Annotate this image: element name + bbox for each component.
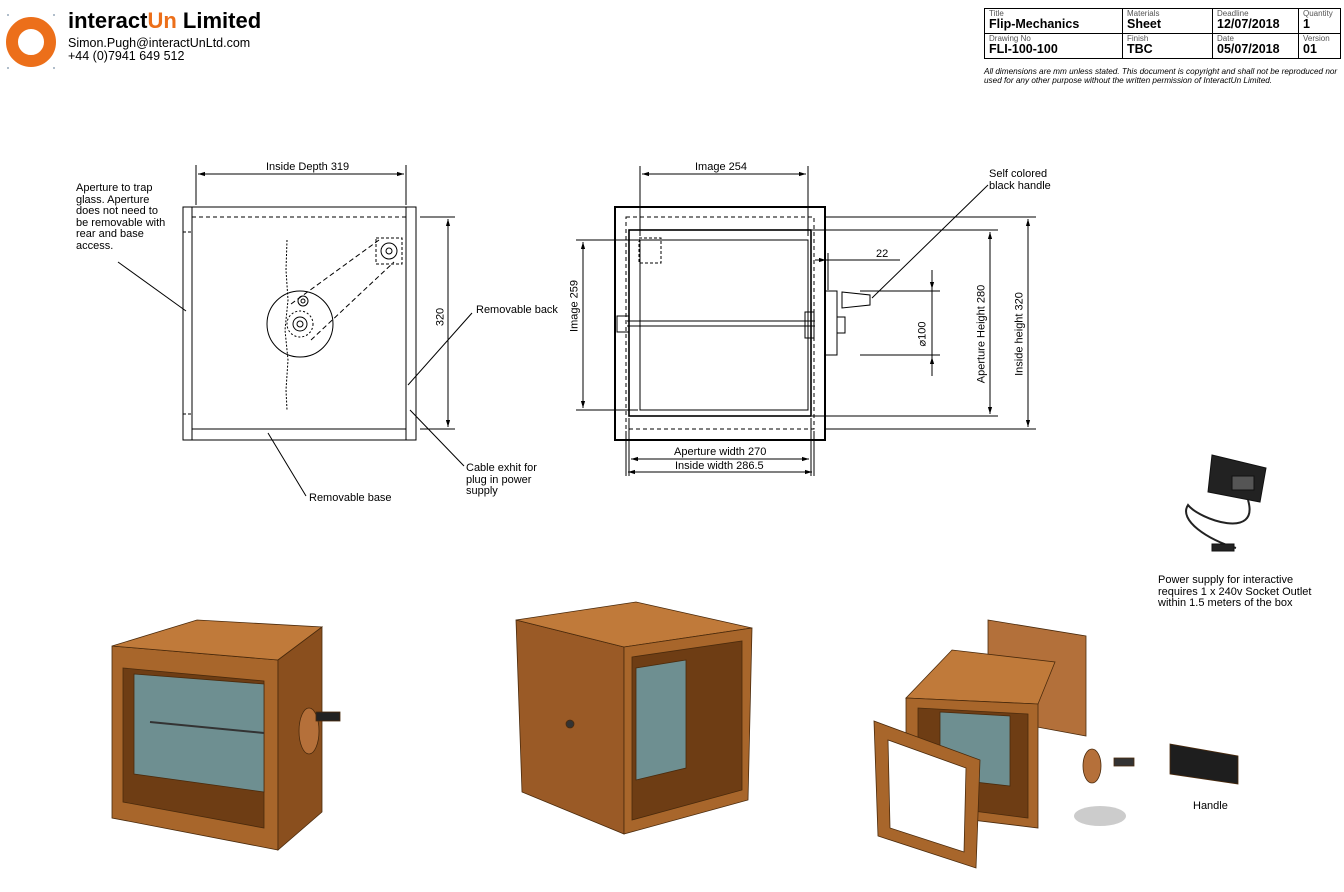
- title-value: Flip-Mechanics: [989, 17, 1080, 31]
- date-label: Date: [1217, 34, 1234, 43]
- removable-base-label: Removable base: [309, 492, 392, 504]
- quantity-value: 1: [1303, 17, 1310, 31]
- company-name: interactUn Limited: [68, 8, 262, 33]
- deadline-value: 12/07/2018: [1217, 17, 1280, 31]
- company-logo: [6, 14, 56, 69]
- materials-label: Materials: [1127, 9, 1160, 18]
- title-label: Title: [989, 9, 1004, 18]
- front-view: [576, 166, 1036, 476]
- deadline-label: Deadline: [1217, 9, 1249, 18]
- removable-back-label: Removable back: [476, 304, 558, 316]
- power-supply-note: Power supply for interactive requires 1 …: [1158, 574, 1312, 609]
- aperture-note: Aperture to trap glass. Aperture does no…: [76, 182, 166, 252]
- inside-height-dim: Inside height 320: [1013, 292, 1026, 376]
- version-value: 01: [1303, 42, 1317, 56]
- drawing-no-label: Drawing No: [989, 34, 1031, 43]
- side-view: [117, 165, 473, 497]
- power-supply-image: [1185, 454, 1267, 552]
- side-height-dim: 320: [434, 307, 447, 327]
- company-phone: +44 (0)7941 649 512: [68, 49, 185, 63]
- render-rear: [515, 601, 753, 835]
- company-email[interactable]: Simon.Pugh@interactUnLtd.com: [68, 36, 251, 50]
- render-exploded: [873, 619, 1239, 869]
- aperture-height-dim: Aperture Height 280: [975, 284, 988, 384]
- handle-note: Self colored black handle: [989, 168, 1051, 192]
- drawing-no-value: FLI-100-100: [989, 42, 1058, 56]
- finish-label: Finish: [1127, 34, 1149, 43]
- image-height-dim: Image 259: [568, 280, 581, 332]
- cable-exit-note: Cable exhit for plug in power supply: [466, 462, 537, 497]
- wheel-diameter-dim: ⌀100: [916, 321, 929, 347]
- copyright-notice: All dimensions are mm unless stated. Thi…: [984, 67, 1338, 85]
- inside-width-dim: Inside width 286.5: [675, 460, 764, 472]
- company-contact: Simon.Pugh@interactUnLtd.com +44 (0)7941…: [68, 37, 250, 63]
- image-width-dim: Image 254: [695, 161, 747, 173]
- handle-offset-dim: 22: [876, 248, 889, 260]
- inside-depth-dim: Inside Depth 319: [266, 161, 350, 173]
- materials-value: Sheet: [1127, 17, 1162, 31]
- quantity-label: Quantity: [1303, 9, 1333, 18]
- handle-label: Handle: [1193, 800, 1228, 812]
- date-value: 05/07/2018: [1217, 42, 1280, 56]
- render-front: [111, 619, 341, 851]
- aperture-width-dim: Aperture width 270: [674, 446, 767, 458]
- version-label: Version: [1303, 34, 1330, 43]
- finish-value: TBC: [1127, 42, 1153, 56]
